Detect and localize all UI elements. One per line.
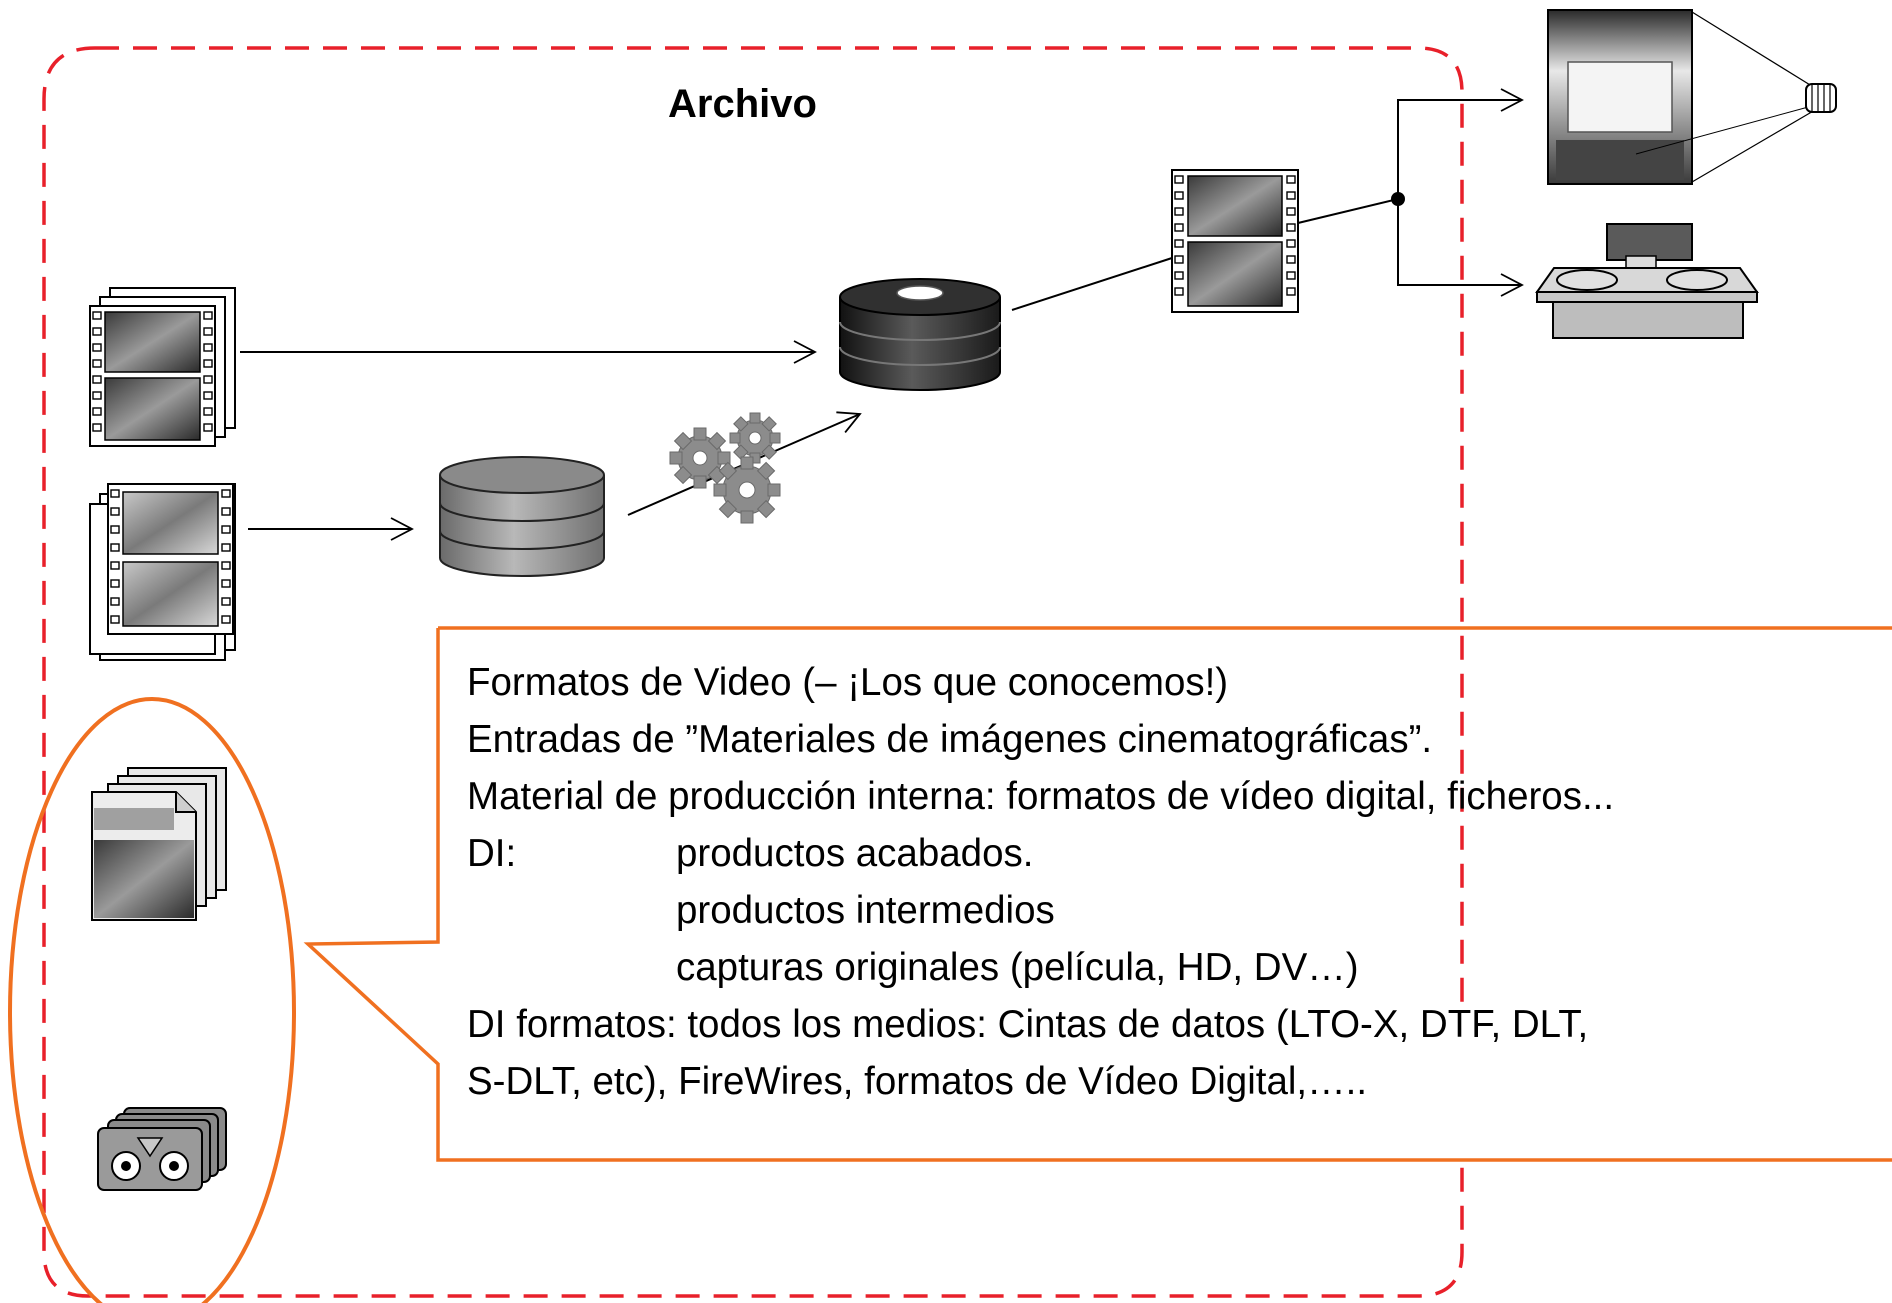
di-formats-line: S-DLT, etc), FireWires, formatos de Víde… xyxy=(467,1060,1368,1103)
di-label: DI: xyxy=(467,832,517,875)
line-storage-to-output xyxy=(1011,257,1173,311)
branch-to-cinema xyxy=(1397,88,1524,199)
line-output-to-junction xyxy=(1297,198,1399,224)
di-item: capturas originales (película, HD, DV…) xyxy=(676,946,1359,989)
di-row: productos intermedios xyxy=(467,882,1887,939)
di-item: productos acabados. xyxy=(676,832,1034,875)
tape-deck-icon xyxy=(1535,223,1759,339)
video-cassettes-icon xyxy=(97,1107,227,1191)
callout-line: Material de producción interna: formatos… xyxy=(467,775,1615,818)
di-formats-line: DI formatos: todos los medios: Cintas de… xyxy=(467,1003,1589,1046)
callout-line: Formatos de Video (– ¡Los que conocemos!… xyxy=(467,661,1229,704)
grey-disk-storage-icon xyxy=(439,456,605,577)
di-row: capturas originales (película, HD, DV…) xyxy=(467,939,1887,996)
formats-callout-box xyxy=(303,626,1892,1162)
di-row: DI: productos acabados. xyxy=(467,825,1887,882)
central-storage-disk-icon xyxy=(839,278,1001,391)
branch-to-tape-deck xyxy=(1397,199,1524,297)
formats-callout-text: Formatos de Video (– ¡Los que conocemos!… xyxy=(467,654,1887,1110)
film-frames-stack-icon xyxy=(89,483,236,661)
archive-title: Archivo xyxy=(668,82,817,126)
cinema-projection-icon xyxy=(1547,9,1837,185)
output-film-strip-icon xyxy=(1171,169,1299,313)
digital-files-stack-icon xyxy=(91,767,227,921)
archive-boundary xyxy=(42,46,1464,1298)
processing-gears-icon xyxy=(669,412,781,524)
formats-highlight-ellipse xyxy=(8,697,296,1303)
callout-line: Entradas de ”Materiales de imágenes cine… xyxy=(467,718,1433,761)
film-reel-stack-icon xyxy=(89,287,236,447)
di-item: productos intermedios xyxy=(676,889,1055,932)
